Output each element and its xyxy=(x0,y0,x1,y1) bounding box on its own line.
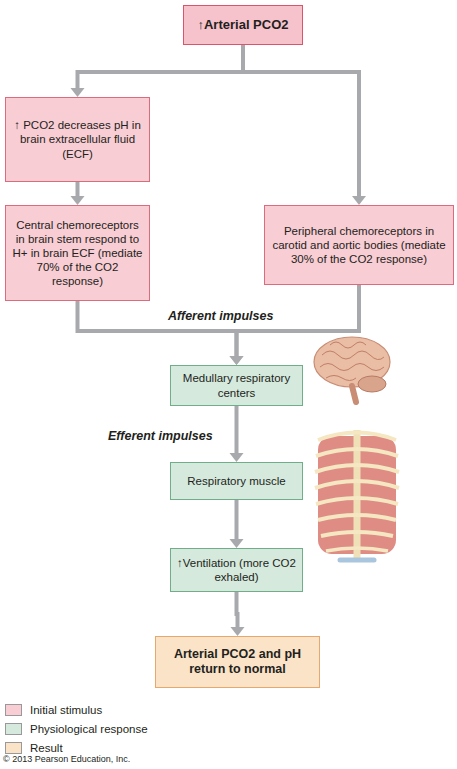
box-text: ↑ PCO2 decreases pH in brain extracellul… xyxy=(11,118,144,160)
connector-line xyxy=(243,45,359,197)
flow-arrow xyxy=(230,406,244,462)
copyright-note: © 2013 Pearson Education, Inc. xyxy=(3,754,130,764)
flow-arrow xyxy=(71,45,244,97)
response-box: Respiratory muscle xyxy=(170,462,303,500)
arrowhead xyxy=(230,453,244,462)
box-text: ↑Ventilation (more CO2 exhaled) xyxy=(176,556,297,584)
arrowhead xyxy=(230,539,244,548)
flow-arrow xyxy=(243,45,366,205)
legend-text: Physiological response xyxy=(30,723,148,735)
legend-text: Initial stimulus xyxy=(30,704,102,716)
connector-line xyxy=(235,406,239,454)
arrowhead xyxy=(231,627,245,636)
arrowhead xyxy=(352,196,366,205)
flow-arrow xyxy=(231,592,245,636)
ribcage-illustration xyxy=(315,430,399,560)
receptor-box: Central chemoreceptors in brain stem res… xyxy=(5,205,150,301)
legend-swatch xyxy=(5,723,22,735)
stimulus-box: ↑Arterial PCO2 xyxy=(183,5,303,45)
legend-text: Result xyxy=(30,742,63,754)
legend-swatch xyxy=(5,742,22,754)
box-text: Respiratory muscle xyxy=(187,474,285,488)
result-box: Arterial PCO2 and pH return to normal xyxy=(155,636,320,688)
connector-line xyxy=(235,500,239,540)
arrowhead xyxy=(230,356,244,365)
connector-line xyxy=(78,45,244,89)
connector-line xyxy=(76,182,80,197)
receptor-box: Peripheral chemoreceptors in carotid and… xyxy=(264,205,454,285)
flow-arrow xyxy=(230,285,360,365)
pathway-label: Efferent impulses xyxy=(108,429,213,443)
box-text: Arterial PCO2 and pH return to normal xyxy=(161,647,314,678)
flow-arrow xyxy=(71,182,85,205)
stimulus-box: ↑ PCO2 decreases pH in brain extracellul… xyxy=(5,97,150,182)
response-box: ↑Ventilation (more CO2 exhaled) xyxy=(170,548,303,592)
legend-row: Result xyxy=(5,742,63,754)
pathway-label: Afferent impulses xyxy=(168,309,273,323)
legend-row: Initial stimulus xyxy=(5,704,102,716)
brain-illustration xyxy=(314,337,390,402)
legend-row: Physiological response xyxy=(5,723,148,735)
arrowhead xyxy=(230,356,244,365)
box-text: Central chemoreceptors in brain stem res… xyxy=(11,218,144,288)
box-text: Peripheral chemoreceptors in carotid and… xyxy=(270,224,448,266)
connector-line xyxy=(237,592,238,628)
arrowhead xyxy=(71,196,85,205)
box-text: Medullary respiratory centers xyxy=(176,371,297,399)
legend-swatch xyxy=(5,704,22,716)
box-text: ↑Arterial PCO2 xyxy=(197,17,288,33)
arrowhead xyxy=(71,88,85,97)
flow-arrow xyxy=(230,500,244,548)
response-box: Medullary respiratory centers xyxy=(170,365,303,406)
